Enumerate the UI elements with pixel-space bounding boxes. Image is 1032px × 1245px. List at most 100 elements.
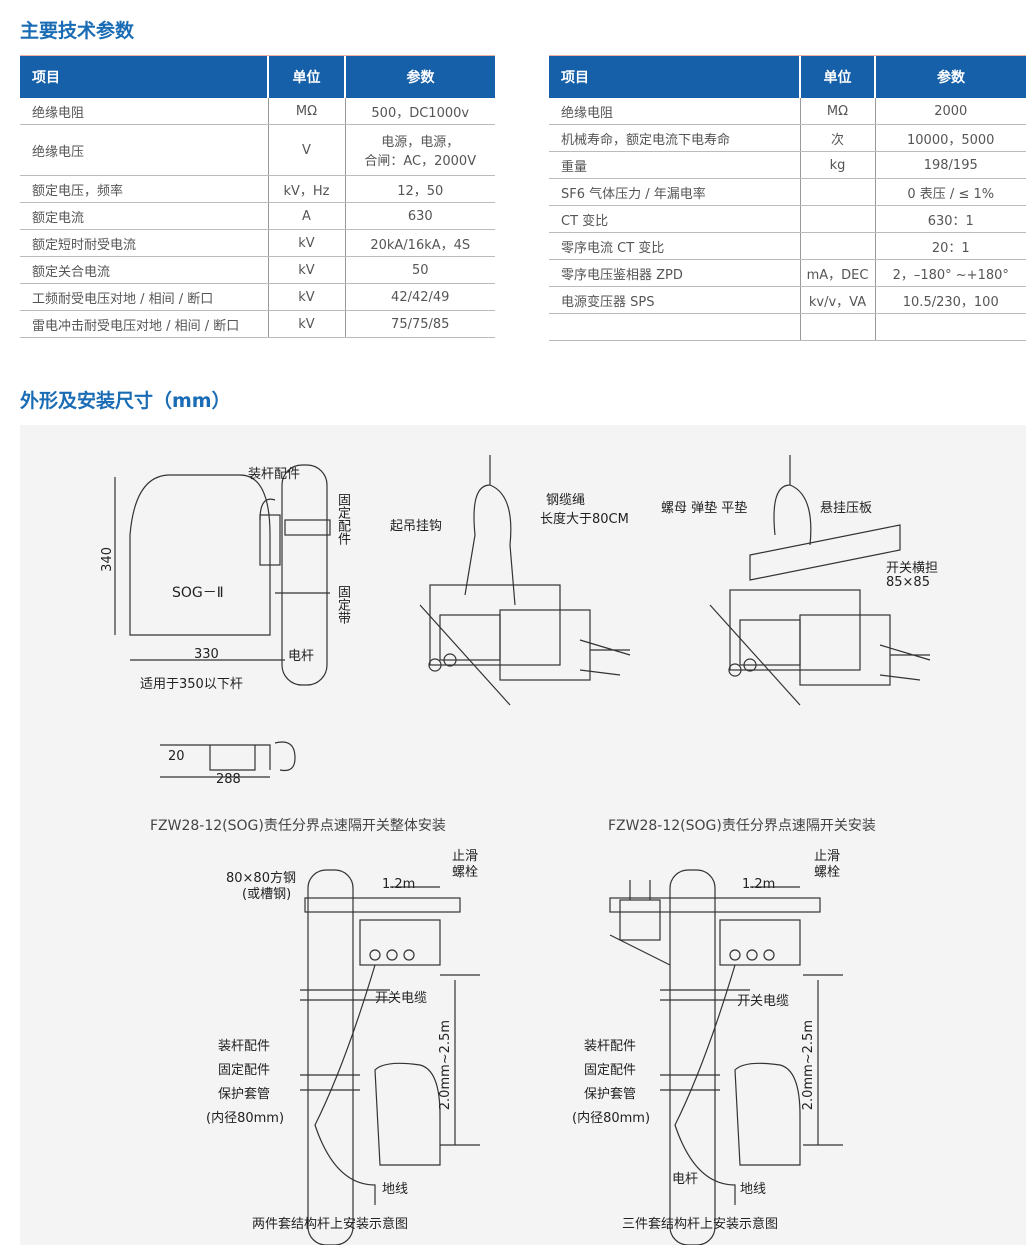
cell-value: 10000，5000 xyxy=(875,124,1026,152)
cell-unit: kV，Hz xyxy=(268,175,346,203)
dim-height: 340 xyxy=(100,547,115,572)
switch-outline-drawing xyxy=(114,464,331,686)
cell-item: 电源变压器 SPS xyxy=(549,286,801,314)
label-fixing-fitting: 固定配件 xyxy=(335,493,350,545)
cell-item: 额定短时耐受电流 xyxy=(20,229,269,257)
cell-unit: 次 xyxy=(800,124,876,152)
table-row xyxy=(549,313,1026,341)
label-bolt: 螺栓 xyxy=(452,865,479,880)
label-pole: 电杆 xyxy=(672,1172,699,1187)
label-hook: 起吊挂钩 xyxy=(390,519,443,534)
cell-unit: V xyxy=(268,124,346,176)
cell-unit: A xyxy=(268,202,346,230)
three-piece-pole-drawing xyxy=(609,869,843,1245)
label-cable-length: 长度大于80CM xyxy=(540,512,629,527)
cell-value: 2000 xyxy=(875,98,1026,125)
label-nuts: 螺母 弹垫 平垫 xyxy=(661,501,748,516)
cell-item: 额定电压，频率 xyxy=(20,175,269,203)
switch-3d-drawing-hoist xyxy=(419,455,631,706)
cell-unit: MΩ xyxy=(800,98,876,125)
label-fix-fit: 固定配件 xyxy=(218,1063,271,1078)
label-steel: 80×80方钢 xyxy=(226,871,296,886)
cell-item: 零序电流 CT 变比 xyxy=(549,232,801,260)
label-ground: 地线 xyxy=(382,1182,409,1197)
cell-item: 重量 xyxy=(549,151,801,179)
cell-value: 50 xyxy=(345,256,495,284)
installation-diagrams: 装杆配件 固定配件 固定带 SOG－Ⅱ 340 330 电杆 适用于350以下杆… xyxy=(20,425,1026,1245)
label-cable: 钢缆绳 xyxy=(546,493,586,508)
cell-unit: kV xyxy=(268,310,346,338)
cell-value: 20：1 xyxy=(875,232,1026,260)
cell-item: 绝缘电阻 xyxy=(549,98,801,125)
cell-unit xyxy=(800,313,876,341)
label-steel-alt: (或槽钢) xyxy=(242,887,292,902)
line-drawings xyxy=(114,455,931,1245)
header-item: 项目 xyxy=(549,56,801,98)
label-sleeve-d: (内径80mm) xyxy=(206,1111,285,1126)
cell-value: 20kA/16kA，4S xyxy=(345,229,495,257)
cell-value: 电源，电源， 合闸：AC，2000V xyxy=(345,124,495,176)
label-ground: 地线 xyxy=(740,1182,767,1197)
dim-288: 288 xyxy=(216,772,241,787)
label-model: SOG－Ⅱ xyxy=(172,585,224,601)
caption-switch-install: FZW28-12(SOG)责任分界点速隔开关安装 xyxy=(608,818,876,834)
label-sleeve-d: (内径80mm) xyxy=(572,1111,651,1126)
label-pole: 电杆 xyxy=(288,649,315,664)
caption-three-piece: 三件套结构杆上安装示意图 xyxy=(622,1217,779,1232)
cell-value: 10.5/230，100 xyxy=(875,286,1026,314)
cell-item xyxy=(549,313,801,341)
cell-unit: kV xyxy=(268,256,346,284)
label-switch-cable: 开关电缆 xyxy=(375,991,428,1006)
cell-unit xyxy=(800,232,876,260)
cell-item: 工频耐受电压对地 / 相间 / 断口 xyxy=(20,283,269,311)
cell-value: 75/75/85 xyxy=(345,310,495,338)
label-fix-fit: 固定配件 xyxy=(584,1063,637,1078)
dim-height: 2.0mm~2.5m xyxy=(801,1020,816,1111)
label-pole-fit: 装杆配件 xyxy=(584,1039,637,1054)
header-unit: 单位 xyxy=(800,56,876,98)
cell-unit xyxy=(800,205,876,233)
cell-unit: kV xyxy=(268,229,346,257)
label-anti-slip: 止滑 xyxy=(814,849,841,864)
label-sleeve: 保护套管 xyxy=(584,1087,637,1102)
cell-unit: MΩ xyxy=(268,98,346,125)
label-pole-fit: 装杆配件 xyxy=(218,1039,271,1054)
label-crossarm: 开关横担 xyxy=(886,561,939,576)
switch-3d-drawing-crossarm xyxy=(709,455,931,706)
table-row: SF6 气体压力 / 年漏电率 0 表压 / ≤ 1% xyxy=(549,178,1026,206)
section-title-dimensions: 外形及安装尺寸（mm） xyxy=(20,390,231,412)
label-anti-slip: 止滑 xyxy=(452,849,479,864)
cell-item: SF6 气体压力 / 年漏电率 xyxy=(549,178,801,206)
cell-item: 额定电流 xyxy=(20,202,269,230)
cell-unit: kv/v，VA xyxy=(800,286,876,314)
dim-20: 20 xyxy=(168,749,185,764)
dim-height: 2.0mm~2.5m xyxy=(438,1020,453,1111)
label-bolt: 螺栓 xyxy=(814,865,841,880)
label-switch-cable: 开关电缆 xyxy=(737,994,790,1009)
cell-value: 0 表压 / ≤ 1% xyxy=(875,178,1026,206)
cell-item: 额定关合电流 xyxy=(20,256,269,284)
dim-width: 330 xyxy=(194,647,219,662)
cell-unit: kV xyxy=(268,283,346,311)
cell-value: 198/195 xyxy=(875,151,1026,179)
label-applies: 适用于350以下杆 xyxy=(140,677,243,692)
cell-unit xyxy=(800,178,876,206)
cell-value: 42/42/49 xyxy=(345,283,495,311)
label-pole-fitting-1: 装杆配件 xyxy=(248,467,301,482)
cell-item: 绝缘电压 xyxy=(20,124,269,176)
label-span: 1.2m xyxy=(742,877,776,892)
bracket-drawing xyxy=(160,741,296,778)
